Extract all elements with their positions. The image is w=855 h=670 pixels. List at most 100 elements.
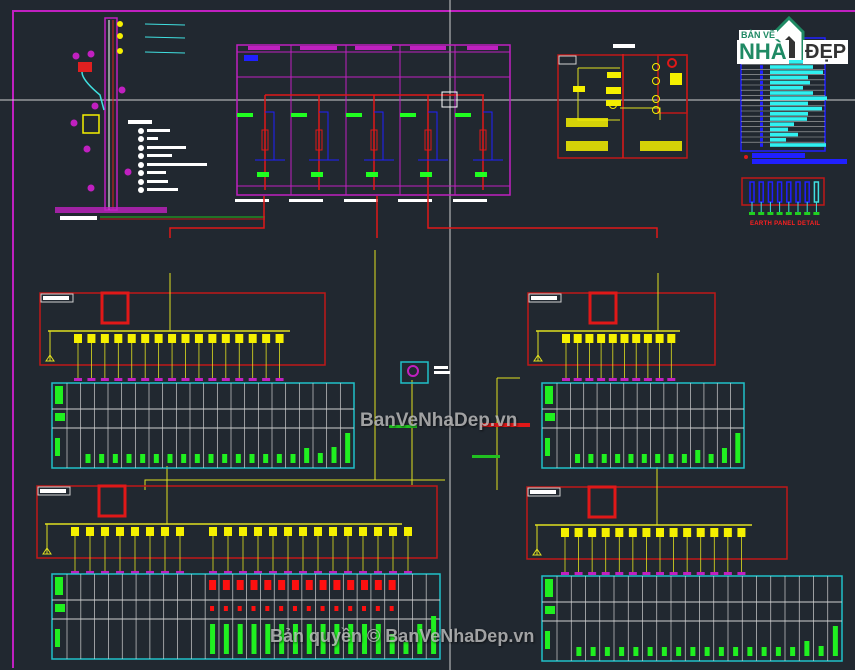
panel-name-label	[527, 487, 561, 497]
circuit-terminal	[389, 571, 397, 574]
feeder-cables	[144, 190, 658, 490]
grid-red-mark	[388, 580, 396, 590]
schedule-cell	[760, 96, 763, 100]
mcb	[224, 527, 232, 536]
circuit-terminal	[562, 378, 570, 381]
sub-distribution-panels	[36, 273, 788, 575]
schedule-cell	[760, 80, 763, 85]
circuit-terminal	[632, 378, 641, 381]
grid-bar	[590, 647, 596, 656]
legend-title	[128, 120, 152, 124]
mccb	[315, 129, 323, 151]
mcb	[314, 527, 322, 536]
circuit-terminal	[262, 378, 271, 381]
mcb	[632, 334, 641, 343]
mccb	[370, 129, 378, 151]
grid-bar	[194, 454, 200, 463]
mcb	[86, 527, 94, 536]
ct-line	[473, 111, 503, 161]
circuit-terminal	[168, 378, 177, 381]
grid-red-dot	[223, 606, 228, 611]
circuit-terminal	[588, 572, 597, 575]
schedule-bar	[770, 101, 808, 106]
schedule-bar	[770, 106, 822, 111]
grid-bar	[604, 647, 610, 656]
schedule-bar	[770, 60, 810, 64]
mcb	[608, 334, 617, 343]
grid-bar	[235, 454, 241, 463]
grid-red-mark	[333, 580, 341, 590]
grid-bar	[292, 624, 298, 654]
mcb	[588, 528, 597, 537]
feeder-label	[455, 113, 471, 117]
mcb	[643, 334, 652, 343]
grid-bar	[704, 647, 710, 656]
mcb	[597, 334, 606, 343]
mcb	[696, 528, 705, 537]
ct-line	[255, 111, 285, 161]
mcb	[669, 528, 678, 537]
circuit-terminal	[628, 572, 637, 575]
mcb	[208, 334, 217, 343]
schedule-cell	[760, 127, 763, 132]
schedule-bar	[770, 122, 794, 126]
grid-bar	[304, 448, 310, 463]
earth-lug	[804, 212, 811, 215]
circuit-terminal	[248, 378, 257, 381]
grid-bar	[735, 433, 741, 463]
mcb	[74, 334, 82, 343]
grid-red-mark	[278, 580, 286, 590]
schedule-cell	[760, 122, 763, 126]
circuit-terminal	[208, 378, 217, 381]
feeder-tag	[453, 199, 487, 202]
mcb	[194, 334, 203, 343]
circuit-terminal	[146, 571, 154, 574]
schedule-cell	[760, 112, 763, 116]
grid-red-mark	[264, 580, 272, 590]
grid-red-mark	[291, 580, 299, 590]
grid-red-dot	[292, 606, 297, 611]
feeder-rating	[311, 172, 323, 177]
earth-terminal	[767, 181, 774, 203]
grid-red-mark	[319, 580, 327, 590]
circuit-terminal	[667, 378, 676, 381]
mcb	[628, 528, 637, 537]
circuit-terminal	[573, 378, 582, 381]
feeder-tag	[344, 199, 378, 202]
ct-line	[364, 111, 394, 161]
earth-symbol	[532, 548, 542, 556]
circuit-terminal	[100, 378, 109, 381]
earth-terminal	[804, 181, 810, 203]
grid-bar	[576, 647, 582, 656]
grid-red-dot	[362, 606, 367, 611]
mdb-outline	[236, 44, 511, 196]
circuit-terminal	[669, 572, 678, 575]
mdb-header-bar	[248, 46, 280, 50]
grid-bar	[633, 647, 639, 656]
grid-red-dot	[279, 606, 284, 611]
circuit-terminal	[299, 571, 307, 574]
feeder-tag	[235, 199, 269, 202]
mcb	[262, 334, 271, 343]
mcb	[667, 334, 676, 343]
grid-bar	[317, 453, 323, 463]
watermark-copyright: Bản quyền © BanVeNhaDep.vn	[270, 626, 535, 646]
grid-bar	[99, 454, 105, 463]
cursor-pickbox	[441, 91, 458, 108]
grid-bar	[167, 454, 173, 463]
grid-bar	[661, 647, 667, 656]
mcb	[269, 527, 277, 536]
mcb	[141, 334, 150, 343]
grid-bar	[210, 624, 216, 654]
mcb	[114, 334, 123, 343]
circuit-terminal	[597, 378, 606, 381]
mcb	[374, 527, 382, 536]
logo-line-1: BẢN VẼ	[739, 30, 778, 40]
mcb	[235, 334, 244, 343]
schedule-cell	[760, 138, 763, 142]
grid-bar	[676, 647, 682, 656]
circuit-terminal	[71, 571, 79, 574]
circuit-terminal	[683, 572, 692, 575]
feeder-label	[400, 113, 416, 117]
